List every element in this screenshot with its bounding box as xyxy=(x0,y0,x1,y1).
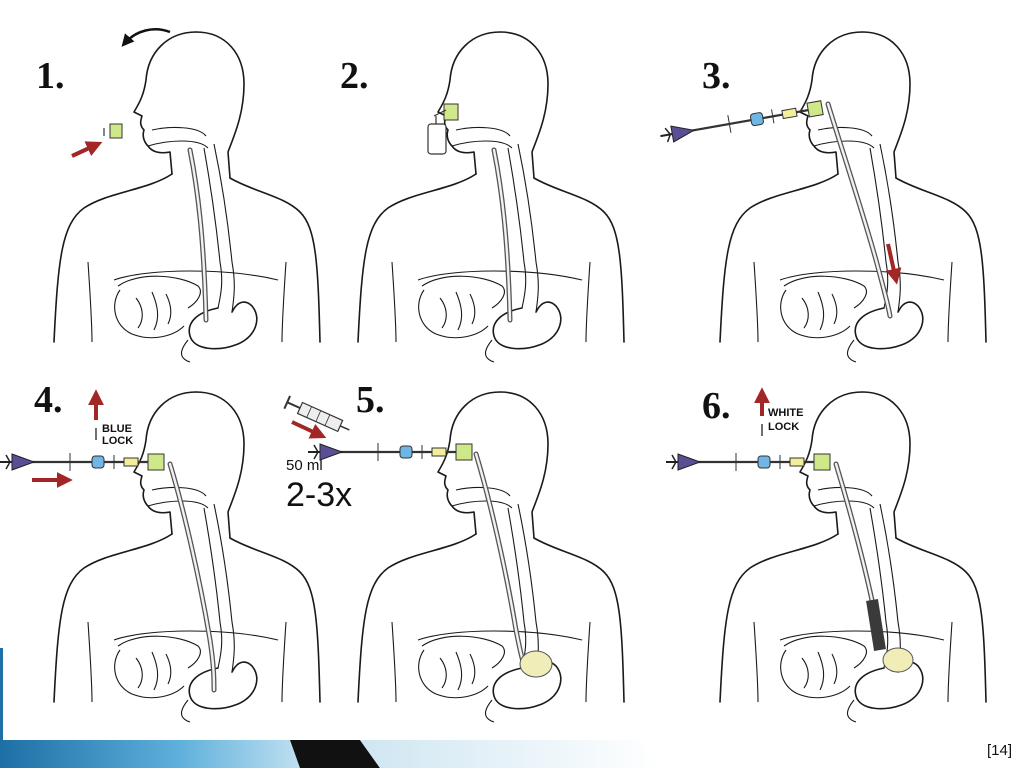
spray-bottle-icon xyxy=(427,123,447,155)
step-3-number: 3. xyxy=(702,55,731,97)
balloon xyxy=(519,650,553,678)
step-5-panel: 5. 50 ml 2-3x xyxy=(283,379,625,723)
step-1-number: 1. xyxy=(36,55,65,97)
citation-label: [14] xyxy=(986,742,1012,759)
step-3-panel: 3. xyxy=(657,31,987,363)
syringe-icon xyxy=(283,395,350,433)
insert-arrow-icon xyxy=(71,141,103,158)
slide-left-rule xyxy=(0,648,3,740)
step-2-panel: 2. xyxy=(340,31,625,363)
deployed-stent xyxy=(866,599,886,651)
repeat-label: 2-3x xyxy=(286,476,352,514)
balloon xyxy=(882,647,914,673)
step-5-number: 5. xyxy=(356,379,385,421)
advance-arrow-icon xyxy=(885,243,902,285)
step-1-panel: 1. xyxy=(36,28,321,363)
mouthpiece xyxy=(443,103,459,121)
volume-label: 50 ml xyxy=(286,457,323,474)
inject-arrow-icon xyxy=(291,420,327,439)
step-6-panel: 6. WHITE LOCK xyxy=(664,385,987,723)
rotate-arrow-icon xyxy=(121,28,171,47)
white-lock-label-line2: LOCK xyxy=(768,421,799,433)
step-6-number: 6. xyxy=(702,385,731,427)
white-lock-label-line1: WHITE xyxy=(768,407,803,419)
blue-lock-label-line1: BLUE xyxy=(102,423,132,435)
blue-lock-label-line2: LOCK xyxy=(102,435,133,447)
procedure-figure: 1. 2. 3. 4. BLUE LOCK xyxy=(0,28,987,723)
slide-footer-bar xyxy=(0,740,660,768)
catheter-assembly xyxy=(306,441,473,463)
catheter-assembly xyxy=(0,451,165,473)
catheter-assembly xyxy=(657,98,824,147)
catheter-assembly xyxy=(664,451,831,473)
step-4-panel: 4. BLUE LOCK xyxy=(0,379,321,723)
mouthpiece xyxy=(109,123,123,139)
step-4-number: 4. xyxy=(34,379,63,421)
step-2-number: 2. xyxy=(340,55,369,97)
